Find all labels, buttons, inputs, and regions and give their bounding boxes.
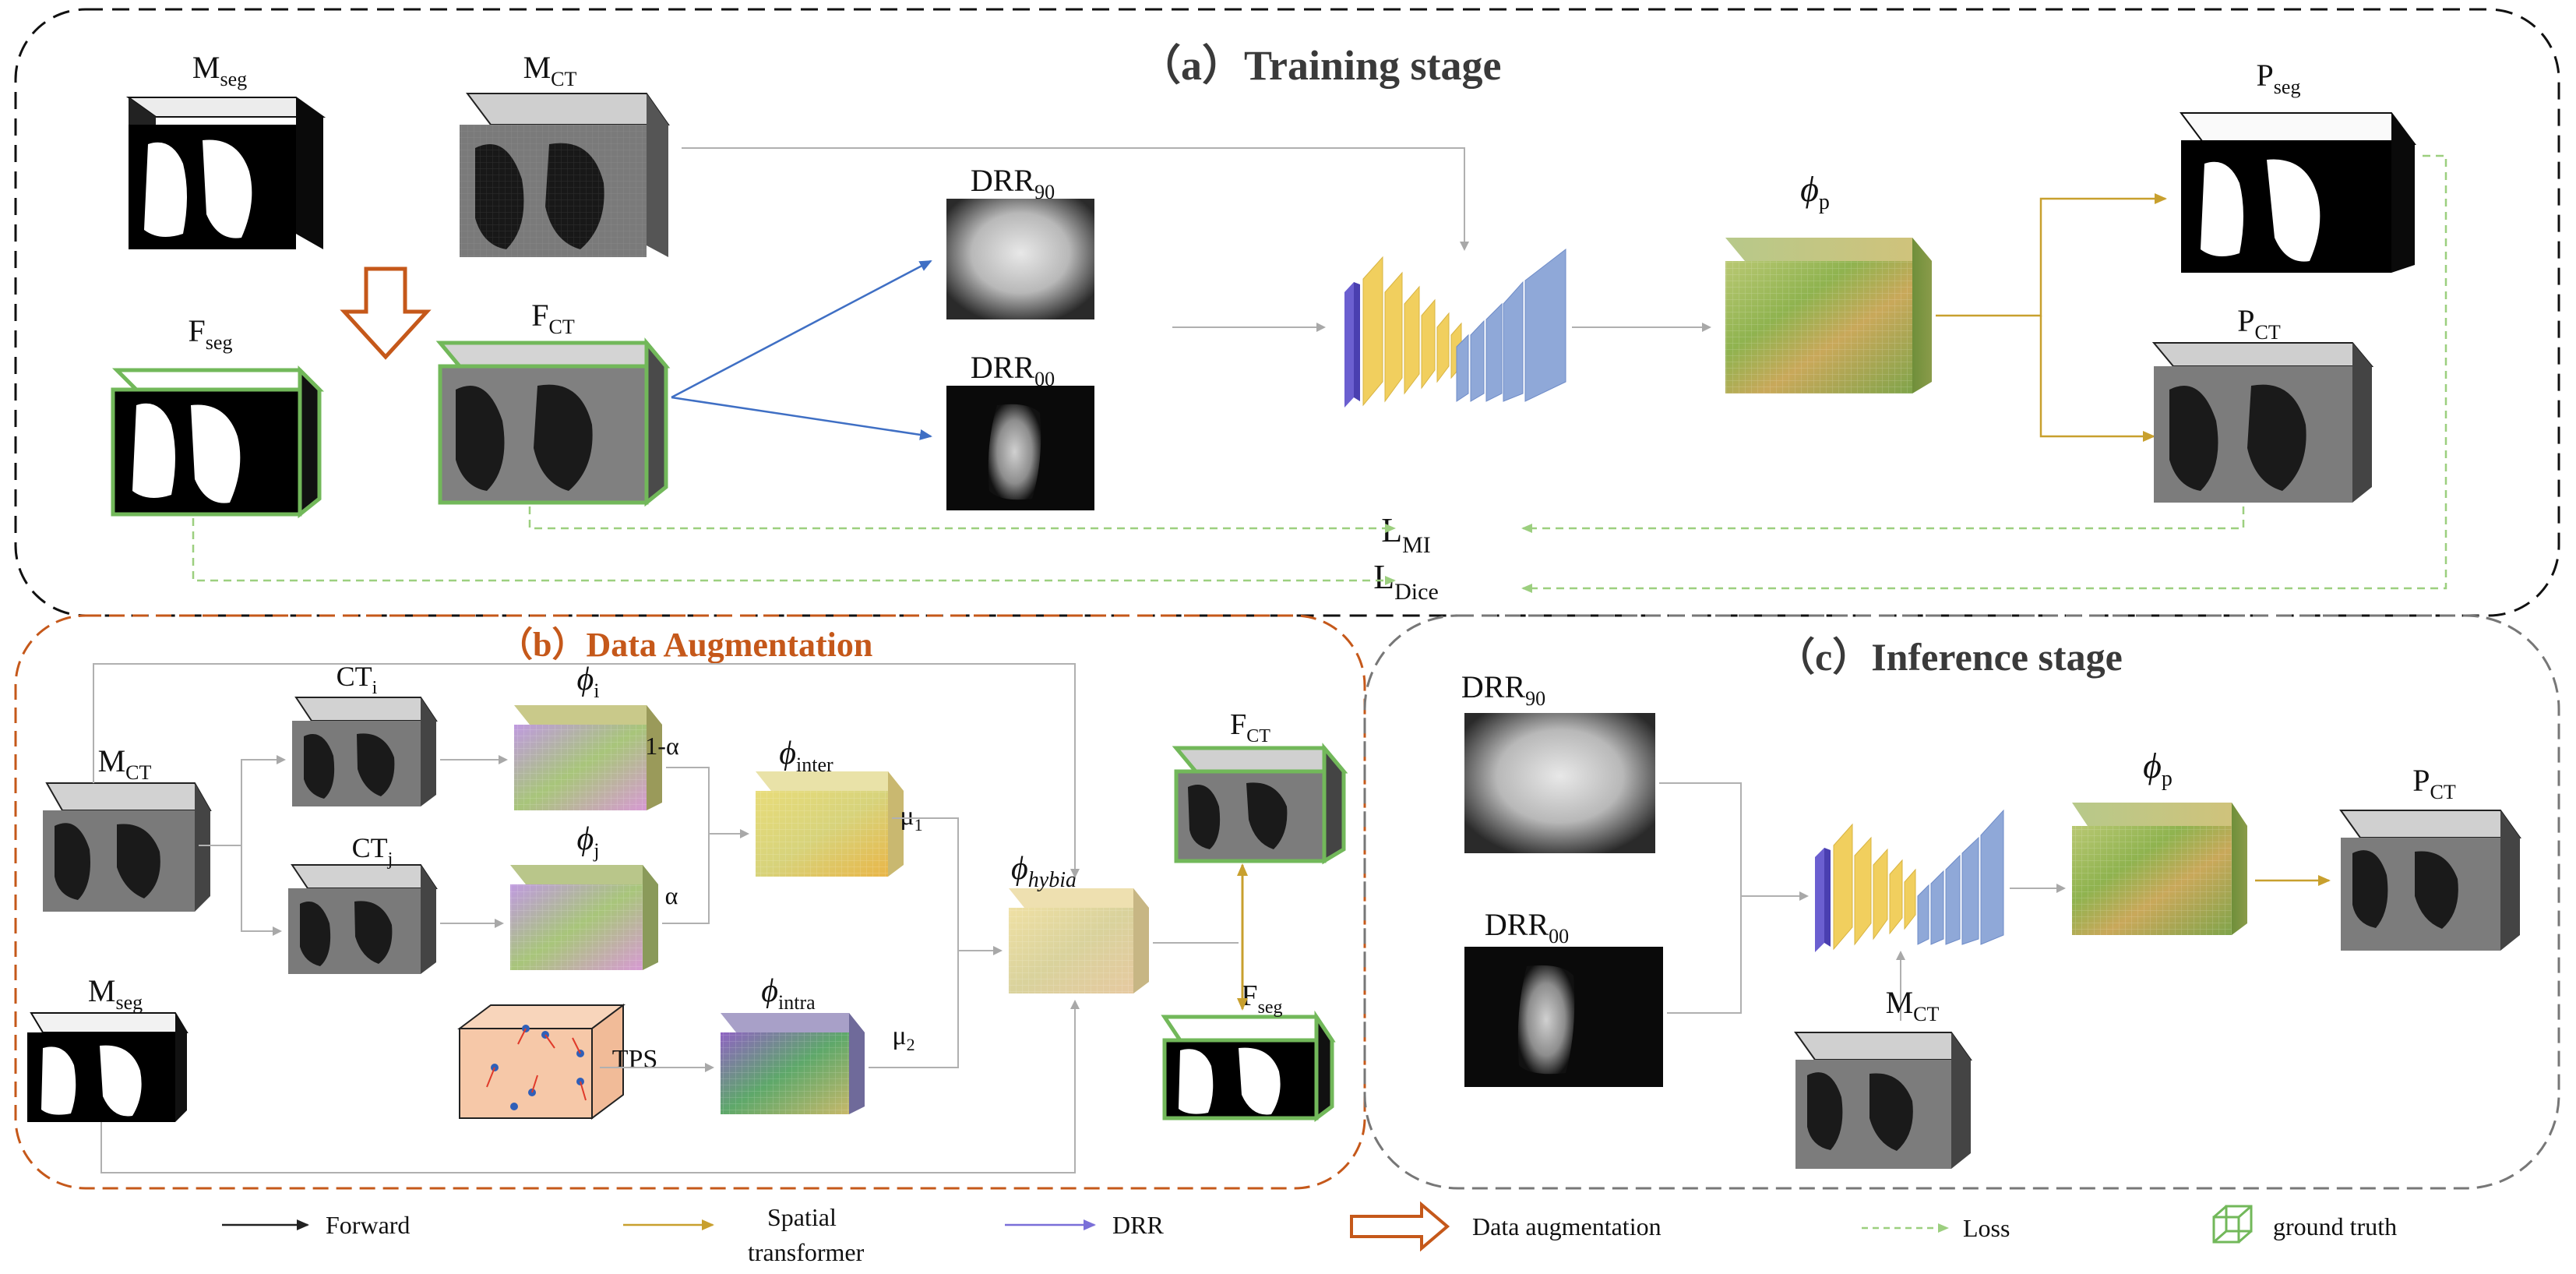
aug-f-seg-cube — [1161, 1010, 1336, 1122]
l-mi-label: LMI — [1381, 511, 1431, 558]
drr90-image — [946, 199, 1094, 319]
phi-inter-label: ϕinter — [779, 736, 833, 776]
legend-spatial-label-2: transformer — [748, 1238, 865, 1266]
training-stage-frame — [14, 8, 2560, 617]
legend-spatial-label-1: Spatial — [767, 1203, 837, 1231]
f-ct-cube — [435, 337, 671, 507]
legend-drr-label: DRR — [1112, 1211, 1164, 1239]
mu2-label: μ2 — [892, 1022, 914, 1054]
aug-m-seg-cube — [27, 1012, 189, 1122]
inf-drr90-label: DRR90 — [1461, 669, 1545, 710]
m-ct-cube — [460, 93, 670, 257]
inf-m-ct-label: MCT — [1886, 985, 1940, 1025]
ct-i-label: CTi — [337, 661, 378, 698]
inference-network — [1815, 809, 2004, 952]
aug-f-seg-label: Fseg — [1241, 979, 1282, 1018]
inf-drr90-image — [1464, 713, 1655, 853]
phi-intra-label: ϕintra — [761, 973, 816, 1014]
p-ct-cube — [2151, 342, 2374, 503]
aug-m-ct-label: MCT — [98, 743, 152, 784]
phi-p-flow-cube — [1725, 238, 1932, 393]
phi-i-label: ϕi — [577, 662, 600, 702]
augmentation-arrows — [93, 663, 1239, 1173]
inf-phi-p-flow-cube — [2072, 803, 2247, 935]
loss-p-seg-to-ldice — [1521, 154, 2447, 593]
loss-f-ct-to-lmi — [528, 506, 1396, 533]
augmentation-title: （b）Data Augmentation — [499, 626, 872, 664]
inf-p-ct-label: PCT — [2412, 763, 2456, 803]
legend-ground-truth-icon — [2212, 1205, 2253, 1244]
phi-hybid-flow-cube — [1009, 888, 1149, 993]
inference-frame — [1363, 614, 2560, 1190]
m-seg-label: Mseg — [192, 50, 247, 90]
loss-p-ct-to-lmi — [1521, 506, 2245, 533]
legend-data-aug-icon — [1350, 1201, 1450, 1252]
data-augmentation-arrow — [340, 266, 432, 360]
loss-f-seg-to-ldice — [192, 518, 1396, 585]
alpha-label: α — [665, 881, 678, 909]
inf-m-ct-cube — [1794, 1032, 1972, 1169]
m-ct-to-network-arrow — [682, 147, 1469, 251]
p-seg-cube — [2180, 112, 2416, 273]
flow-to-p-ct-arrow — [2039, 316, 2155, 442]
p-seg-label: Pseg — [2257, 58, 2301, 98]
one-minus-alpha-label: 1-α — [645, 732, 679, 760]
inf-phi-p-label: ϕp — [2143, 746, 2173, 791]
m-ct-label: MCT — [523, 50, 577, 90]
l-dice-label: LDice — [1373, 558, 1439, 605]
phi-j-flow-cube — [510, 865, 658, 970]
legend-loss-label: Loss — [1963, 1214, 2010, 1242]
drr-arrow-to-drr90 — [671, 259, 932, 399]
phi-intra-flow-cube — [721, 1013, 865, 1114]
f-seg-cube — [111, 365, 325, 519]
inference-title: （c）Inference stage — [1776, 635, 2123, 679]
inf-p-ct-cube — [2339, 810, 2521, 951]
drr00-label: DRR00 — [971, 350, 1055, 390]
legend-forward-label: Forward — [326, 1211, 410, 1239]
inf-drr00-image — [1464, 947, 1663, 1087]
ct-j-label: CTj — [352, 832, 393, 870]
mu1-label: μ1 — [900, 802, 922, 835]
aug-m-ct-cube — [43, 782, 212, 912]
legend-ground-truth-label: ground truth — [2273, 1212, 2397, 1240]
phi-i-flow-cube — [514, 705, 662, 810]
legend-data-aug-label: Data augmentation — [1472, 1212, 1662, 1240]
registration-network — [1344, 248, 1566, 408]
inference-arrows — [1659, 782, 2066, 1021]
phi-j-label: ϕj — [577, 821, 600, 862]
training-stage-title: （a）Training stage — [1139, 42, 1502, 89]
aug-m-seg-label: Mseg — [88, 973, 143, 1014]
tps-label: TPS — [612, 1045, 658, 1074]
drr90-label: DRR90 — [971, 163, 1055, 203]
p-ct-label: PCT — [2237, 303, 2281, 344]
augmentation-frame — [14, 614, 1366, 1190]
legend: Forward Spatial transformer DRR Data aug… — [222, 1201, 2397, 1266]
aug-f-ct-label: FCT — [1230, 708, 1270, 746]
ct-j-cube — [288, 864, 438, 974]
f-ct-label: FCT — [531, 298, 575, 338]
tps-control-points-cube — [457, 1004, 625, 1120]
f-seg-label: Fseg — [189, 313, 233, 354]
drr-arrow-to-drr00 — [671, 396, 932, 440]
phi-hybid-label: ϕhybid — [1011, 851, 1077, 892]
m-seg-cube — [125, 97, 326, 249]
phi-p-label: ϕp — [1800, 169, 1830, 214]
aug-f-ct-cube — [1172, 743, 1348, 865]
ct-i-cube — [292, 697, 438, 806]
drr00-image — [946, 386, 1094, 510]
phi-inter-flow-cube — [756, 771, 904, 877]
inf-drr00-label: DRR00 — [1485, 907, 1569, 948]
flow-to-p-seg-arrow — [1936, 193, 2167, 317]
